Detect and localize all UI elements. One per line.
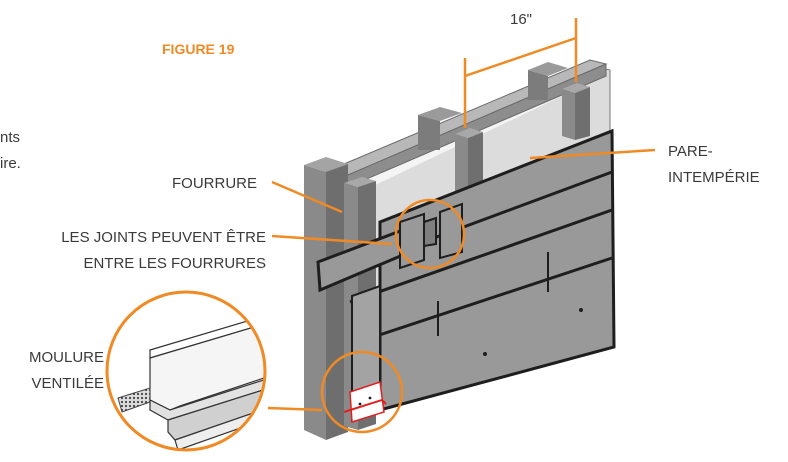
callout-pare-intemperie: PARE- INTEMPÉRIE: [529, 143, 760, 186]
stud-left: [304, 157, 348, 440]
label-moulure-line2: VENTILÉE: [31, 375, 104, 392]
vented-molding-detail: [105, 290, 267, 452]
dimension-label: 16": [510, 11, 532, 28]
label-moulure-line1: MOULURE: [29, 349, 104, 366]
starter-highlight-circle: [320, 350, 404, 434]
vented-starter-strip: [343, 381, 387, 423]
label-pare-line1: PARE-: [668, 143, 713, 160]
label-fourrure: FOURRURE: [172, 175, 257, 192]
figure-label: FIGURE 19: [162, 41, 235, 57]
furring-strip-3: [562, 83, 590, 140]
callout-joints: LES JOINTS PEUVENT ÊTRE ENTRE LES FOURRU…: [61, 198, 466, 272]
label-joints-line1: LES JOINTS PEUVENT ÊTRE: [61, 229, 266, 246]
callout-moulure: MOULURE VENTILÉE: [29, 349, 104, 392]
joint-boards: [399, 202, 463, 270]
spacing-dimension: 16": [463, 11, 578, 128]
cutoff-text-line1: nts: [0, 129, 20, 146]
callout-fourrure: FOURRURE: [172, 175, 343, 214]
joint-highlight-circle: [394, 198, 466, 270]
label-pare-line2: INTEMPÉRIE: [668, 169, 760, 186]
label-joints-line2: ENTRE LES FOURRURES: [83, 255, 266, 272]
stud-back-2: [528, 62, 568, 100]
stud-back-1: [418, 107, 462, 150]
cutoff-text-line2: ire.: [0, 155, 21, 172]
